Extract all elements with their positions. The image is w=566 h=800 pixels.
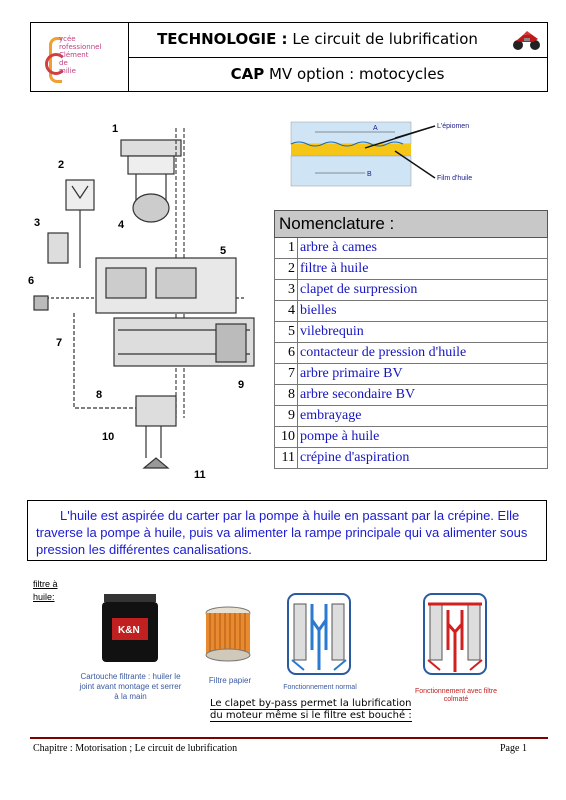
bypass-valve-note: Le clapet by-pass permet la lubrificatio… <box>210 698 412 722</box>
paper-filter-caption: Filtre papier <box>208 676 252 685</box>
normal-operation-diagram <box>287 593 351 675</box>
page-subtitle: CAP MV option : motocycles <box>230 65 445 83</box>
svg-text:K&N: K&N <box>118 625 140 636</box>
motorcycle-icon <box>513 31 540 50</box>
schematic-label-8: 8 <box>96 389 102 401</box>
schematic-label-7: 7 <box>56 337 62 349</box>
clogged-filter-diagram <box>423 593 487 675</box>
paper-filter-image <box>205 606 251 662</box>
schematic-label-1: 1 <box>112 123 118 135</box>
footer-page-number: Page 1 <box>500 743 527 754</box>
footer-chapter: Chapitre : Motorisation ; Le circuit de … <box>33 743 238 754</box>
schematic-label-11: 11 <box>194 469 206 480</box>
logo-cell: ycée rofessionnel Clément de milie <box>31 23 129 91</box>
schematic-label-3: 3 <box>34 217 40 229</box>
clogged-filter-caption: Fonctionnement avec filtre colmaté <box>414 688 498 703</box>
school-logo: ycée rofessionnel Clément de milie <box>41 31 121 83</box>
normal-operation-caption: Fonctionnement normal <box>283 684 357 691</box>
schematic-label-6: 6 <box>28 275 34 287</box>
footer-rule <box>30 737 548 739</box>
schematic-label-2: 2 <box>58 159 64 171</box>
schematic-label-4: 4 <box>118 219 125 231</box>
page-title: TECHNOLOGIE : Le circuit de lubrificatio… <box>157 30 478 48</box>
filter-section-label: filtre à huile: <box>33 579 58 602</box>
schematic-label-9: 9 <box>238 379 244 391</box>
film-label-epiomen: L'épiomen <box>437 123 469 130</box>
schematic-label-5: 5 <box>220 245 226 257</box>
cartridge-caption: Cartouche filtrante : huiler le joint av… <box>79 672 182 701</box>
header-table: ycée rofessionnel Clément de milie TECHN… <box>30 22 548 92</box>
logo-text: ycée rofessionnel Clément de milie <box>59 35 102 75</box>
film-label-a: A <box>373 125 378 132</box>
schematic-label-10: 10 <box>102 431 114 443</box>
logo-c-shape <box>45 53 67 75</box>
film-label-b: B <box>367 171 372 178</box>
lubrication-schematic: 1 2 3 4 5 6 7 8 9 10 11 <box>28 123 255 480</box>
title-row: TECHNOLOGIE : Le circuit de lubrificatio… <box>128 23 547 58</box>
nomenclature-title: Nomenclature : <box>274 210 548 238</box>
cartridge-filter-image: K&N <box>102 594 158 662</box>
description-box: L'huile est aspirée du carter par la pom… <box>27 500 547 561</box>
oil-film-diagram: A B L'épiomen Film d'huile <box>290 121 472 187</box>
film-label-oil: Film d'huile <box>437 175 472 182</box>
